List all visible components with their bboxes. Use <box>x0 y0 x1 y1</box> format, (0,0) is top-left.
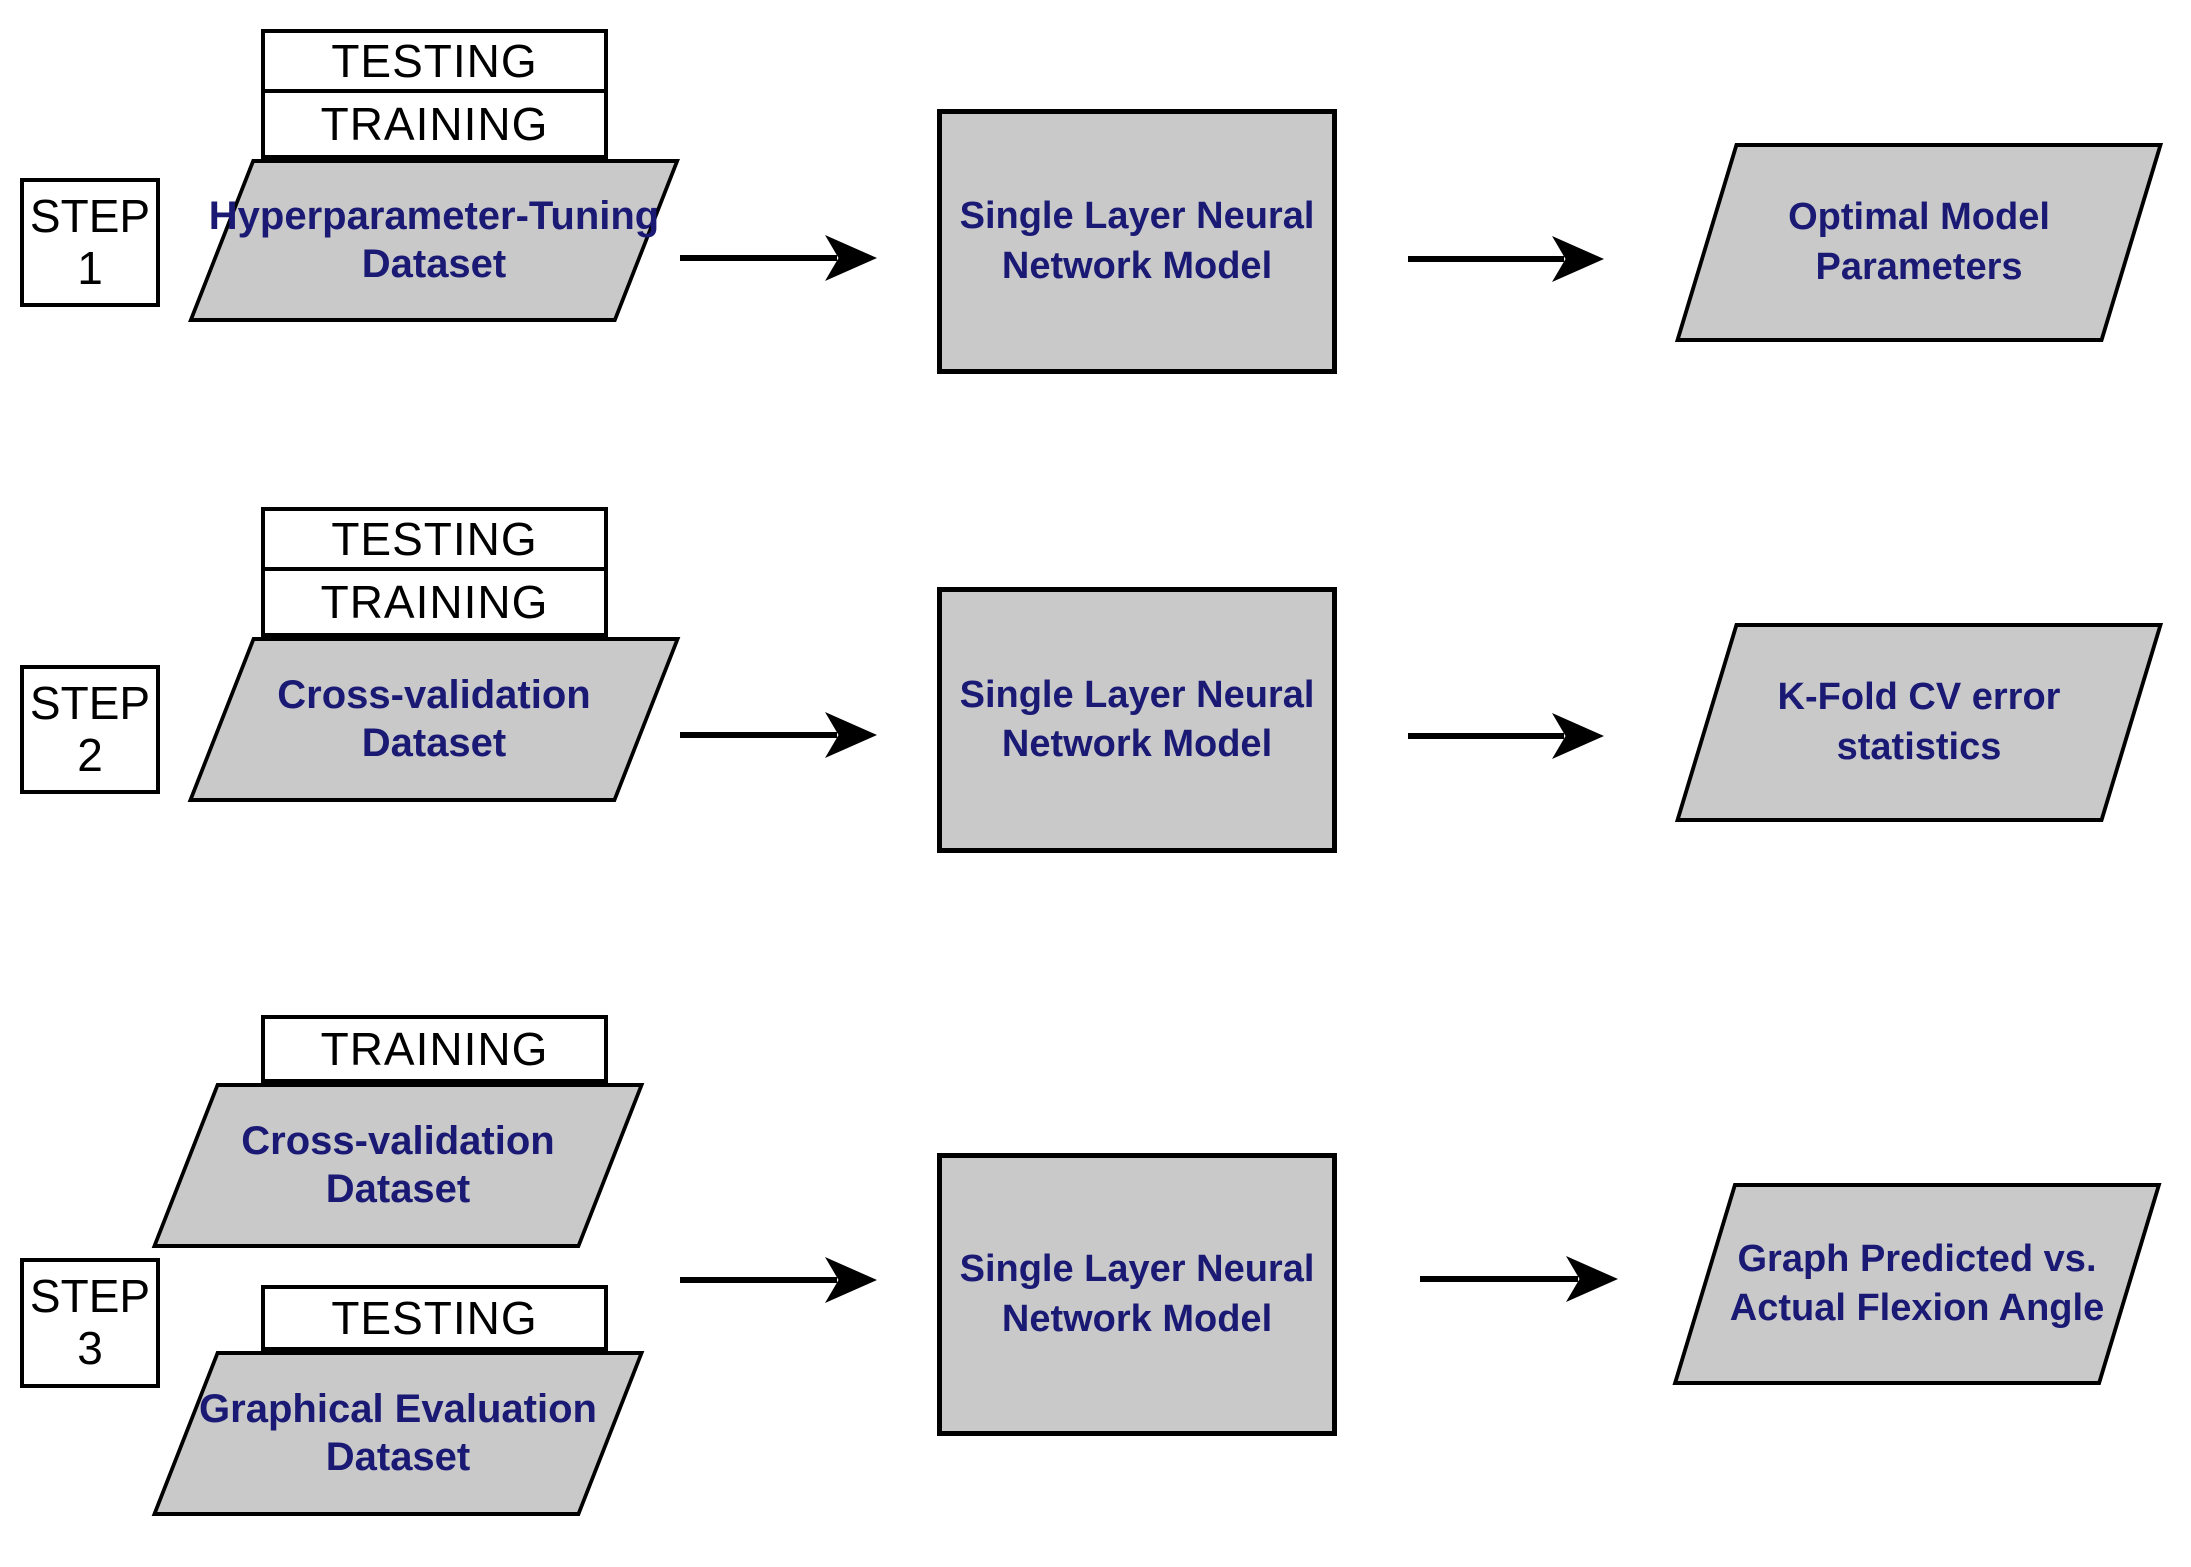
arrow-right-icon <box>680 712 877 758</box>
output-label-wrap: Optimal Model Parameters <box>1709 147 2129 338</box>
step-1-box: STEP 1 <box>20 178 160 307</box>
step-3-box: STEP 3 <box>20 1258 160 1388</box>
model-label-line2: Network Model <box>1001 244 1273 287</box>
step-2-box: STEP 2 <box>20 665 160 794</box>
tag-label: TRAINING <box>320 1023 549 1075</box>
step-3-output-parallelogram: Graph Predicted vs. Actual Flexion Angle <box>1672 1183 2162 1385</box>
step-3-label: STEP <box>29 1270 151 1323</box>
step-1-model-box: Single Layer Neural Network Model <box>937 109 1337 374</box>
step-1-training-tag: TRAINING <box>261 89 608 159</box>
model-label-line1: Single Layer Neural <box>959 1248 1315 1291</box>
dataset-label-wrap: Cross-validation Dataset <box>224 641 644 798</box>
output-line1: K-Fold CV error <box>1777 676 2061 719</box>
arrow-right-icon <box>1408 713 1604 759</box>
step-3-model-box: Single Layer Neural Network Model <box>937 1153 1337 1436</box>
dataset-name-line2: Dataset <box>361 241 507 286</box>
model-label-line1: Single Layer Neural <box>959 195 1315 238</box>
tag-label: TESTING <box>331 513 538 565</box>
output-line2: Parameters <box>1815 245 2023 288</box>
model-label-line2: Network Model <box>1001 723 1273 765</box>
step-2-training-tag: TRAINING <box>261 567 608 637</box>
dataset-name-line1: Cross-validation <box>241 1119 555 1164</box>
arrow-shaft <box>1408 733 1564 739</box>
output-line1: Graph Predicted vs. <box>1737 1237 2097 1280</box>
output-label-wrap: Graph Predicted vs. Actual Flexion Angle <box>1707 1187 2127 1381</box>
output-line2: Actual Flexion Angle <box>1729 1287 2105 1329</box>
dataset-name-line1: Hyperparameter-Tuning <box>208 194 660 239</box>
step-2-model-box: Single Layer Neural Network Model <box>937 587 1337 853</box>
dataset-name-line1: Graphical Evaluation <box>199 1387 597 1432</box>
dataset-label-wrap: Graphical Evaluation Dataset <box>188 1355 608 1512</box>
step-3-number: 3 <box>77 1322 103 1374</box>
tag-label: TRAINING <box>320 576 549 628</box>
dataset-name-line2: Dataset <box>361 720 507 765</box>
tag-label: TESTING <box>331 1292 538 1344</box>
step-1-label: STEP <box>29 189 151 242</box>
arrow-right-icon <box>680 235 877 281</box>
step-3-testing-tag: TESTING <box>261 1285 608 1351</box>
step-1-output-parallelogram: Optimal Model Parameters <box>1674 143 2164 342</box>
step-3-graphical-dataset-parallelogram: Graphical Evaluation Dataset <box>151 1351 645 1516</box>
step-1-number: 1 <box>77 241 103 294</box>
dataset-name-line2: Dataset <box>325 1166 471 1211</box>
step-3-cv-dataset-parallelogram: Cross-validation Dataset <box>151 1083 645 1248</box>
step-2-number: 2 <box>77 728 103 781</box>
arrow-shaft <box>680 255 837 261</box>
arrow-shaft <box>1420 1276 1578 1282</box>
step-2-dataset-parallelogram: Cross-validation Dataset <box>187 637 681 802</box>
step-2-label: STEP <box>29 676 151 729</box>
dataset-name-line1: Cross-validation <box>277 673 591 718</box>
output-line1: Optimal Model <box>1788 196 2050 239</box>
model-label-line1: Single Layer Neural <box>959 673 1315 716</box>
step-1-dataset-parallelogram: Hyperparameter-Tuning Dataset <box>188 159 680 322</box>
model-label-line2: Network Model <box>1001 1297 1273 1340</box>
arrow-right-icon <box>1420 1256 1618 1302</box>
tag-label: TESTING <box>331 35 538 87</box>
dataset-name-line2: Dataset <box>325 1434 471 1479</box>
step-2-testing-tag: TESTING <box>261 507 608 571</box>
output-line2: statistics <box>1836 725 2002 768</box>
dataset-label-wrap: Hyperparameter-Tuning Dataset <box>209 163 659 318</box>
arrow-shaft <box>680 732 837 738</box>
tag-label: TRAINING <box>320 98 549 150</box>
step-3-training-tag: TRAINING <box>261 1015 608 1083</box>
arrow-right-icon <box>1408 236 1604 282</box>
arrow-right-icon <box>680 1257 877 1303</box>
arrow-shaft <box>1408 256 1564 262</box>
output-label-wrap: K-Fold CV error statistics <box>1709 627 2129 818</box>
dataset-label-wrap: Cross-validation Dataset <box>188 1087 608 1244</box>
step-1-testing-tag: TESTING <box>261 29 608 93</box>
step-2-output-parallelogram: K-Fold CV error statistics <box>1674 623 2164 822</box>
arrow-shaft <box>680 1277 837 1283</box>
